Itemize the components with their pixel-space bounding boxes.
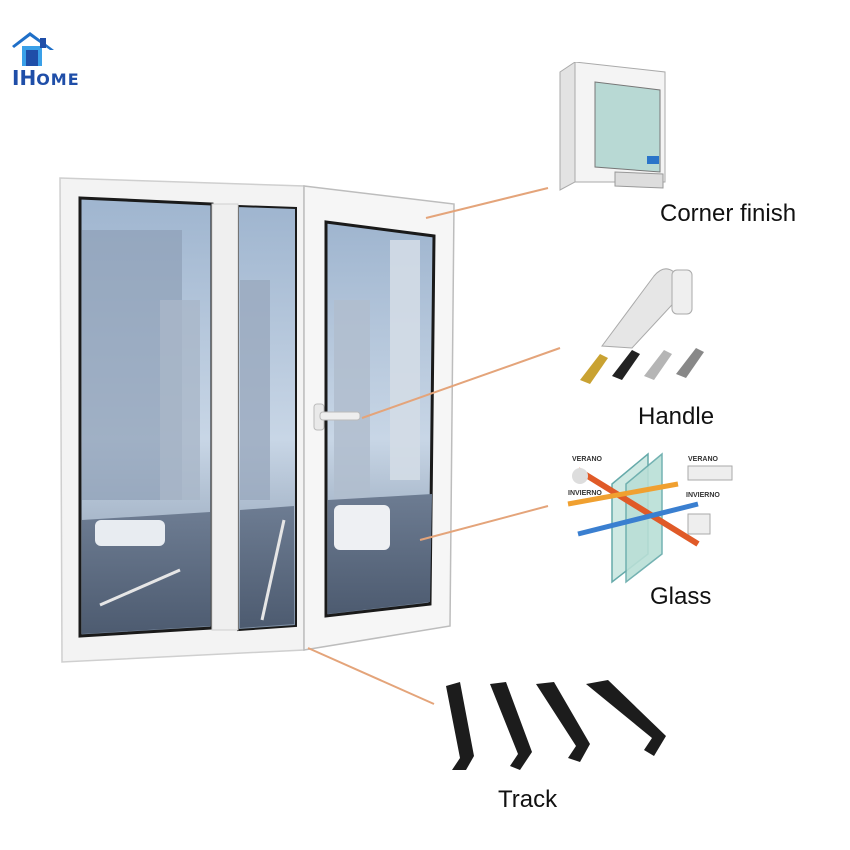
- rubber-seal-strip-icon: [446, 680, 666, 770]
- callout-label-track: Track: [498, 786, 558, 813]
- callout-label-glass: Glass: [650, 583, 712, 610]
- glass-diagram-graphic: [567, 452, 733, 584]
- glass-label-verano-1: VERANO: [572, 456, 602, 463]
- insulated-glass-diagram-icon: VERANO VERANO INVIERNO INVIERNO: [548, 444, 740, 584]
- window-handle-icon: [580, 268, 704, 384]
- left-glass-pane: [78, 196, 214, 638]
- glass-label-invierno-2: INVIERNO: [686, 492, 720, 499]
- glass-label-verano-2: VERANO: [688, 456, 718, 463]
- middle-glass-pane: [237, 204, 297, 632]
- glass-label-invierno-1: INVIERNO: [568, 490, 602, 497]
- house-icon: [12, 32, 54, 66]
- brand-word-big: H: [19, 66, 37, 90]
- brand-logo: [10, 26, 100, 96]
- brand-word-small: OME: [36, 70, 80, 89]
- window-corner-profile-icon: [559, 62, 666, 191]
- brand-wordmark: IHOME: [12, 66, 80, 90]
- brand-letter: I: [12, 66, 20, 90]
- callout-label-corner-finish: Corner finish: [660, 200, 797, 227]
- leader-lines: [307, 187, 561, 705]
- callout-label-handle: Handle: [638, 403, 715, 430]
